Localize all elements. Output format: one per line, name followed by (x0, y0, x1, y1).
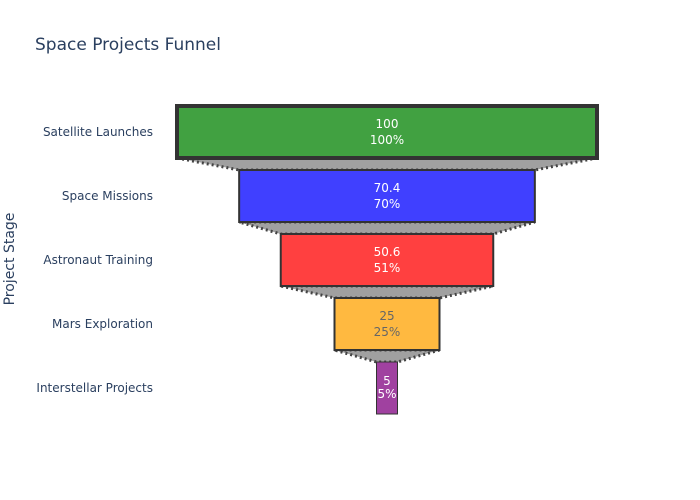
percent-label-mars-exploration: 25% (374, 325, 401, 339)
value-labels: 100 100% 70.4 70% 50.6 51% 25 25% 55% (370, 117, 404, 401)
percent-label-space-missions: 70% (374, 197, 401, 211)
value-label-space-missions: 70.4 (374, 181, 401, 195)
value-label-satellite-launches: 100 (376, 117, 399, 131)
funnel-bars (175, 104, 599, 415)
value-label-mars-exploration: 25 (379, 309, 394, 323)
funnel-bar-mars-exploration[interactable] (333, 297, 441, 351)
connector-mars-exploration (334, 348, 440, 364)
funnel-bar-astronaut-training[interactable] (279, 233, 495, 287)
stage-label-interstellar-projects: Interstellar Projects (36, 381, 153, 395)
stage-label-mars-exploration: Mars Exploration (52, 317, 153, 331)
connector-space-missions (238, 220, 536, 236)
value-label-interstellar-projects: 5 (383, 374, 391, 388)
funnel-bar-interstellar-projects[interactable] (376, 361, 398, 415)
connector-astronaut-training (280, 284, 494, 300)
funnel-connectors (176, 156, 598, 364)
y-axis-title: Project Stage (2, 213, 18, 306)
percent-label-satellite-launches: 100% (370, 133, 404, 147)
funnel-bar-space-missions[interactable] (238, 169, 536, 223)
funnel-bar-satellite-launches[interactable] (175, 104, 599, 160)
percent-label-astronaut-training: 51% (374, 261, 401, 275)
percent-label-interstellar-projects: 5% (377, 387, 396, 401)
chart-title: Space Projects Funnel (35, 35, 221, 55)
stage-label-satellite-launches: Satellite Launches (43, 125, 153, 139)
stage-label-space-missions: Space Missions (62, 189, 153, 203)
value-label-astronaut-training: 50.6 (374, 245, 401, 259)
stage-label-astronaut-training: Astronaut Training (43, 253, 153, 267)
